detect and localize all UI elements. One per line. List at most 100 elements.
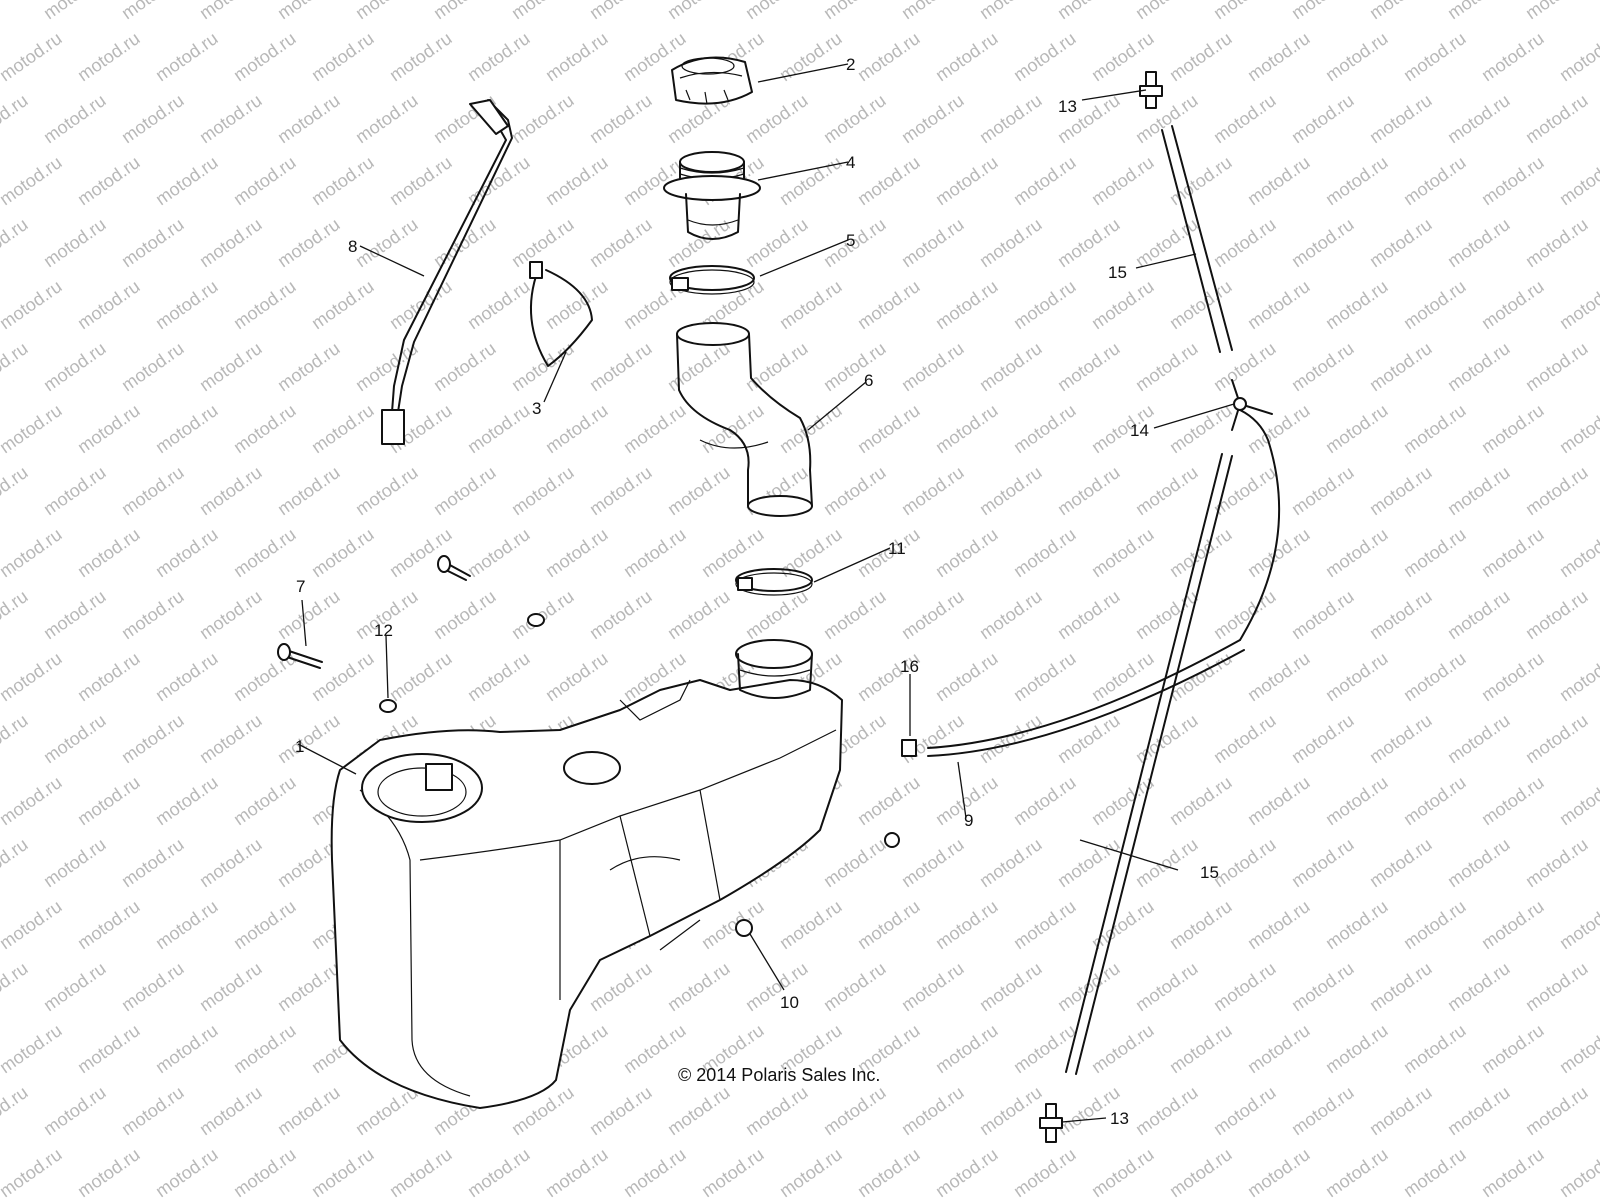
- part-fuel-lines: [927, 125, 1281, 1075]
- watermark-text: motod.ru: [976, 586, 1046, 643]
- watermark-text: motod.ru: [1556, 648, 1600, 705]
- watermark-text: motod.ru: [352, 338, 422, 395]
- watermark-text: motod.ru: [976, 90, 1046, 147]
- watermark-text: motod.ru: [742, 214, 812, 271]
- watermark-text: motod.ru: [1366, 0, 1436, 23]
- watermark-text: motod.ru: [230, 28, 300, 85]
- part-fuel-tank: [330, 639, 843, 1109]
- callout-labels: 1 2 3 4 5 6 7 8 9 10 11 12 13 13 14 15 1…: [295, 55, 1219, 1128]
- callout-4: 4: [846, 153, 855, 172]
- watermark-text: motod.ru: [118, 586, 188, 643]
- watermark-text: motod.ru: [586, 462, 656, 519]
- watermark-text: motod.ru: [464, 276, 534, 333]
- watermark-text: motod.ru: [1366, 586, 1436, 643]
- watermark-text: motod.ru: [152, 896, 222, 953]
- part-hose-clamp-upper: [669, 265, 755, 295]
- watermark-text: motod.ru: [542, 1144, 612, 1200]
- watermark-text: motod.ru: [274, 338, 344, 395]
- watermark-text: motod.ru: [40, 214, 110, 271]
- watermark-text: motod.ru: [1444, 958, 1514, 1015]
- watermark-text: motod.ru: [274, 90, 344, 147]
- watermark-text: motod.ru: [1366, 710, 1436, 767]
- watermark-text: motod.ru: [1478, 648, 1548, 705]
- watermark-text: motod.ru: [820, 338, 890, 395]
- watermark-text: motod.ru: [274, 1082, 344, 1139]
- watermark-text: motod.ru: [0, 400, 65, 457]
- watermark-text: motod.ru: [1400, 1020, 1470, 1077]
- watermark-text: motod.ru: [1166, 400, 1236, 457]
- watermark-text: motod.ru: [1288, 214, 1358, 271]
- watermark-text: motod.ru: [152, 524, 222, 581]
- watermark-text: motod.ru: [1322, 1144, 1392, 1200]
- watermark-text: motod.ru: [196, 834, 266, 891]
- watermark-text: motod.ru: [230, 524, 300, 581]
- watermark-text: motod.ru: [1244, 276, 1314, 333]
- watermark-text: motod.ru: [0, 1082, 31, 1139]
- watermark-text: motod.ru: [898, 958, 968, 1015]
- callout-11: 11: [888, 539, 906, 558]
- watermark-text: motod.ru: [1210, 338, 1280, 395]
- callout-2: 2: [846, 55, 855, 74]
- watermark-text: motod.ru: [118, 462, 188, 519]
- watermark-text: motod.ru: [274, 462, 344, 519]
- part-filler-hose: [676, 322, 813, 517]
- watermark-text: motod.ru: [898, 90, 968, 147]
- watermark-text: motod.ru: [118, 0, 188, 23]
- watermark-text: motod.ru: [820, 462, 890, 519]
- watermark-text: motod.ru: [1556, 152, 1600, 209]
- part-hose-clamp-lower: [735, 568, 813, 596]
- watermark-text: motod.ru: [854, 152, 924, 209]
- watermark-text: motod.ru: [742, 1082, 812, 1139]
- watermark-text: motod.ru: [1444, 0, 1514, 23]
- watermark-text: motod.ru: [932, 1144, 1002, 1200]
- watermark-text: motod.ru: [308, 152, 378, 209]
- watermark-text: motod.ru: [1166, 1020, 1236, 1077]
- watermark-text: motod.ru: [274, 0, 344, 23]
- watermark-text: motod.ru: [1522, 462, 1592, 519]
- watermark-text: motod.ru: [1210, 586, 1280, 643]
- watermark-text: motod.ru: [1210, 462, 1280, 519]
- watermark-text: motod.ru: [1132, 0, 1202, 23]
- watermark-text: motod.ru: [1288, 958, 1358, 1015]
- watermark-text: motod.ru: [820, 958, 890, 1015]
- watermark-text: motod.ru: [0, 958, 31, 1015]
- watermark-text: motod.ru: [1366, 214, 1436, 271]
- watermark-text: motod.ru: [932, 896, 1002, 953]
- watermark-text: motod.ru: [0, 834, 31, 891]
- watermark-text: motod.ru: [1010, 152, 1080, 209]
- watermark-text: motod.ru: [1210, 1082, 1280, 1139]
- watermark-text: motod.ru: [230, 1144, 300, 1200]
- watermark-text: motod.ru: [352, 214, 422, 271]
- watermark-text: motod.ru: [1244, 28, 1314, 85]
- watermark-text: motod.ru: [1478, 28, 1548, 85]
- watermark-text: motod.ru: [1444, 710, 1514, 767]
- watermark-text: motod.ru: [1478, 772, 1548, 829]
- watermark-text: motod.ru: [1166, 896, 1236, 953]
- watermark-text: motod.ru: [1522, 586, 1592, 643]
- watermark-text: motod.ru: [820, 834, 890, 891]
- watermark-text: motod.ru: [664, 338, 734, 395]
- watermark-text: motod.ru: [820, 90, 890, 147]
- watermark-text: motod.ru: [386, 276, 456, 333]
- watermark-text: motod.ru: [542, 648, 612, 705]
- watermark-text: motod.ru: [1244, 772, 1314, 829]
- watermark-text: motod.ru: [1556, 1144, 1600, 1200]
- watermark-text: motod.ru: [308, 524, 378, 581]
- watermark-text: motod.ru: [932, 524, 1002, 581]
- watermark-text: motod.ru: [118, 958, 188, 1015]
- callout-5: 5: [846, 231, 855, 250]
- watermark-text: motod.ru: [40, 586, 110, 643]
- watermark-text: motod.ru: [1556, 1020, 1600, 1077]
- copyright-notice: © 2014 Polaris Sales Inc.: [678, 1065, 881, 1085]
- callout-15-bottom: 15: [1200, 863, 1219, 882]
- watermark-text: motod.ru: [1166, 28, 1236, 85]
- watermark-text: motod.ru: [0, 0, 31, 23]
- watermark-text: motod.ru: [586, 338, 656, 395]
- watermark-text: motod.ru: [0, 524, 65, 581]
- watermark-text: motod.ru: [1132, 338, 1202, 395]
- watermark-text: motod.ru: [230, 276, 300, 333]
- watermark-text: motod.ru: [820, 586, 890, 643]
- watermark-text: motod.ru: [118, 834, 188, 891]
- watermark-text: motod.ru: [1400, 152, 1470, 209]
- watermark-text: motod.ru: [1054, 0, 1124, 23]
